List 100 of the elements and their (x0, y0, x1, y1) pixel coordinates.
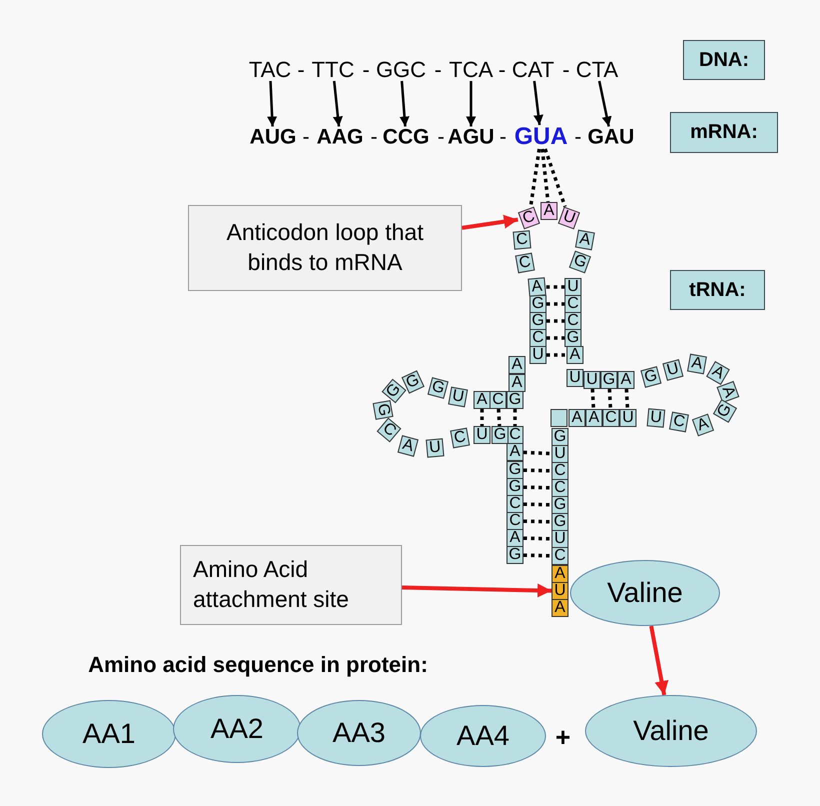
amino-acid-ellipse: AA1 (42, 700, 176, 768)
arrow (462, 214, 518, 230)
nucleotide-tile: A (508, 374, 526, 392)
nucleotide-tile: A (552, 599, 568, 617)
dash-separator: - (302, 126, 310, 148)
dash-separator: - (562, 59, 570, 81)
nucleotide-tile: U (558, 206, 580, 230)
nucleotide-tile: U (530, 346, 546, 364)
nucleotide-tile: U (448, 386, 468, 408)
codon-text: GUA (514, 125, 568, 149)
dash-separator: - (498, 59, 506, 81)
nucleotide-tile: A (506, 529, 524, 547)
nucleotide-tile: G (382, 378, 406, 404)
base-pair-dots (523, 485, 552, 490)
nucleotide-tile: A (552, 565, 568, 583)
arrow (332, 80, 343, 127)
base-pair-dots (523, 502, 552, 507)
nucleotide-tile: A (528, 277, 546, 297)
base-pair-dots (528, 148, 541, 207)
dash-separator: - (438, 126, 444, 148)
codon-text: AGU (448, 126, 494, 148)
dash-separator: - (434, 59, 442, 81)
nucleotide-tile: C (490, 391, 506, 409)
nucleotide-tile: G (530, 312, 546, 330)
codon-text: TCA (449, 59, 493, 81)
base-pair-dots (546, 336, 564, 340)
nucleotide-tile: U (584, 371, 600, 389)
nucleotide-tile: G (427, 377, 449, 399)
arrow (649, 626, 668, 696)
nucleotide-tile: C (552, 479, 568, 497)
nucleotide-tile: U (646, 408, 666, 428)
nucleotide-tile: C (518, 206, 540, 230)
nucleotide-tile: A (568, 409, 586, 427)
nucleotide-tile: A (474, 391, 490, 409)
nucleotide-tile: G (552, 513, 568, 531)
arrow (402, 584, 552, 598)
arrow (466, 81, 476, 126)
codon-text: AUG (250, 126, 296, 148)
base-pair-dots (523, 519, 552, 524)
nucleotide-tile: G (506, 461, 524, 479)
nucleotide-tile: A (716, 380, 740, 404)
dash-separator: - (297, 59, 305, 81)
nucleotide-tile: A (618, 371, 634, 389)
callout-box: Anticodon loop that binds to mRNA (188, 205, 462, 291)
dash-separator: - (500, 126, 506, 148)
nucleotide-tile: A (508, 356, 526, 374)
nucleotide-tile: G (640, 366, 662, 388)
amino-acid-ellipse: AA4 (420, 705, 546, 767)
codon-text: CCG (382, 126, 430, 148)
nucleotide-tile: C (564, 312, 582, 330)
base-pair-dots (496, 408, 502, 426)
base-pair-dots (523, 536, 552, 541)
base-pair-dots (480, 409, 484, 426)
base-pair-dots (624, 388, 630, 410)
nucleotide-tile: G (506, 546, 524, 564)
arrow (598, 80, 612, 127)
nucleotide-tile: G (372, 400, 394, 420)
arrow (399, 80, 410, 127)
nucleotide-tile: U (552, 582, 568, 600)
dash-separator: - (362, 59, 370, 81)
nucleotide-tile: G (552, 496, 568, 514)
nucleotide-tile: A (397, 435, 419, 457)
nucleotide-tile: G (506, 391, 524, 409)
nucleotide-tile: A (540, 202, 558, 220)
nucleotide-tile: C (512, 230, 532, 250)
nucleotide-tile: U (564, 278, 582, 296)
nucleotide-tile: G (568, 250, 592, 274)
base-pair-dots (513, 409, 517, 426)
base-pair-dots (546, 285, 564, 289)
base-pair-dots (523, 553, 552, 558)
nucleotide-tile: G (530, 295, 546, 313)
nucleotide-tile: C (669, 412, 689, 432)
nucleotide-tile: C (506, 495, 524, 513)
nucleotide-tile: U (620, 409, 636, 427)
base-pair-dots (523, 450, 552, 456)
amino-acid-ellipse: Valine (570, 560, 720, 626)
base-pair-dots (546, 302, 564, 306)
nucleotide-tile: U (552, 445, 568, 463)
section-heading: Amino acid sequence in protein: (88, 654, 428, 676)
nucleotide-tile: A (566, 346, 584, 364)
label-box: mRNA: (670, 112, 778, 153)
amino-acid-ellipse: Valine (585, 695, 757, 767)
codon-text: CTA (576, 59, 618, 81)
nucleotide-tile: A (706, 360, 730, 386)
base-pair-dots (546, 353, 566, 357)
base-pair-dots (608, 388, 612, 410)
nucleotide-tile: C (515, 252, 535, 274)
codon-text: GGC (376, 59, 426, 81)
nucleotide-tile: C (552, 462, 568, 480)
nucleotide-tile: G (564, 329, 582, 347)
plus-sign: + (555, 724, 571, 750)
nucleotide-tile: U (566, 369, 584, 387)
nucleotide-tile: A (692, 414, 714, 436)
codon-text: TAC (248, 59, 292, 81)
base-pair-dots (523, 468, 552, 473)
arrow (267, 80, 278, 127)
label-box: DNA: (683, 40, 765, 80)
nucleotide-tile: C (564, 295, 582, 313)
arrow (533, 80, 544, 126)
codon-text: GAU (588, 126, 634, 148)
